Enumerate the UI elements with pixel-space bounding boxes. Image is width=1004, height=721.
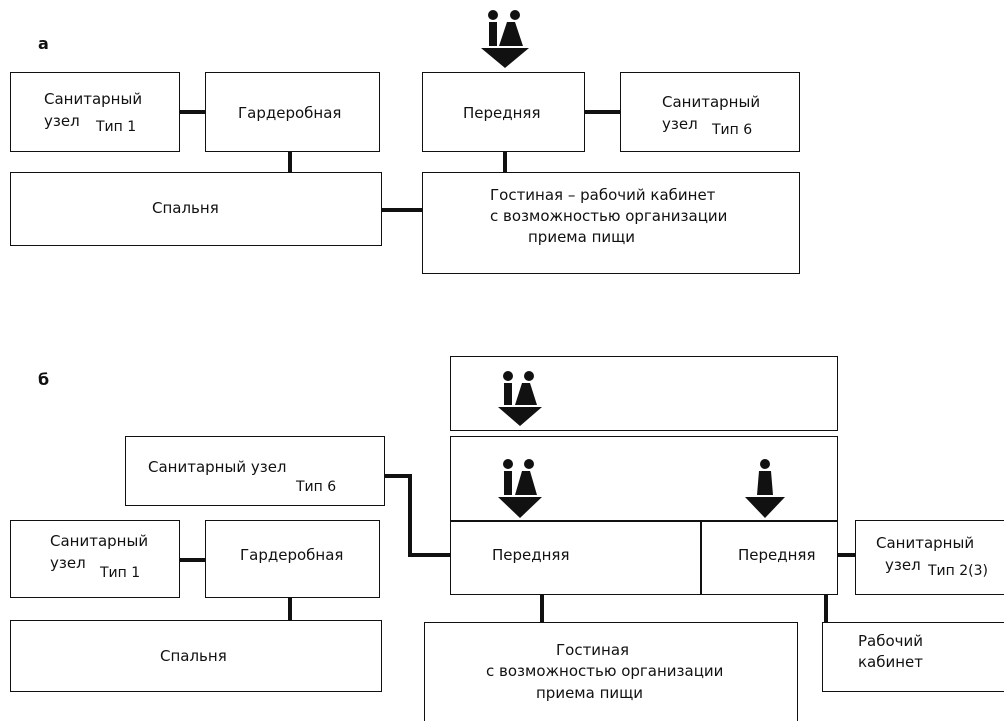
entry-arrow-icon [481,10,529,68]
living-line1-b: Гостиная [556,641,630,659]
study-box-b [822,622,1004,692]
san1-type-a: Тип 1 [96,119,137,135]
hall-row-line-b [450,520,838,522]
bedroom-box-a [10,172,382,246]
bedroom-label-b: Спальня [160,647,227,665]
san1-box-b [10,520,180,598]
san1-line1-a: Санитарный [44,90,143,108]
living-box-a [422,172,800,274]
san6-box-a [620,72,800,152]
wardrobe-box-b [205,520,380,598]
study-line1-b: Рабочий [858,632,924,650]
san6-type-a: Тип 6 [712,122,753,138]
section-a-marker: а [38,34,49,53]
living-line3-a: приема пищи [528,228,636,246]
entry-arrow-icon-top [498,371,542,426]
living-box-b [424,622,798,721]
san6-line1-a: Санитарный [662,93,761,111]
san6-type-b: Тип 6 [296,479,337,495]
living-line2-b: с возможностью организации [486,662,724,680]
san23-line1-b: Санитарный [876,534,975,552]
san1-line2-a: узел [44,112,80,130]
study-line2-b: кабинет [858,653,924,671]
san6-line1-b: Санитарный узел [148,458,287,476]
hall-label-a: Передняя [463,104,541,122]
entry-arrow-icon-left [498,459,542,518]
entry-arrow-icon-right [745,459,785,518]
wardrobe-label-b: Гардеробная [240,546,344,564]
san6-line2-a: узел [662,115,698,133]
wardrobe-box-a [205,72,380,152]
hall-divider-b [700,520,702,595]
connector-san6-hall [385,474,450,557]
san1-type-b: Тип 1 [100,565,141,581]
wardrobe-label-a: Гардеробная [238,104,342,122]
san1-line2-b: узел [50,554,86,572]
san6-box-b [125,436,385,506]
san1-line1-b: Санитарный [50,532,149,550]
living-line3-b: приема пищи [536,684,644,702]
san23-type-b: Тип 2(3) [928,563,988,579]
living-line2-a: с возможностью организации [490,207,728,225]
hall-left-label-b: Передняя [492,546,570,564]
living-line1-a: Гостиная – рабочий кабинет [490,186,716,204]
hall-group-box-b [450,436,838,595]
hall-right-label-b: Передняя [738,546,816,564]
bedroom-box-b [10,620,382,692]
san23-line2-b: узел [885,556,921,574]
san23-box-b [855,520,1004,595]
section-b-marker: б [38,370,50,389]
san1-box-a [10,72,180,152]
bedroom-label-a: Спальня [152,199,219,217]
hall-box-a [422,72,585,152]
